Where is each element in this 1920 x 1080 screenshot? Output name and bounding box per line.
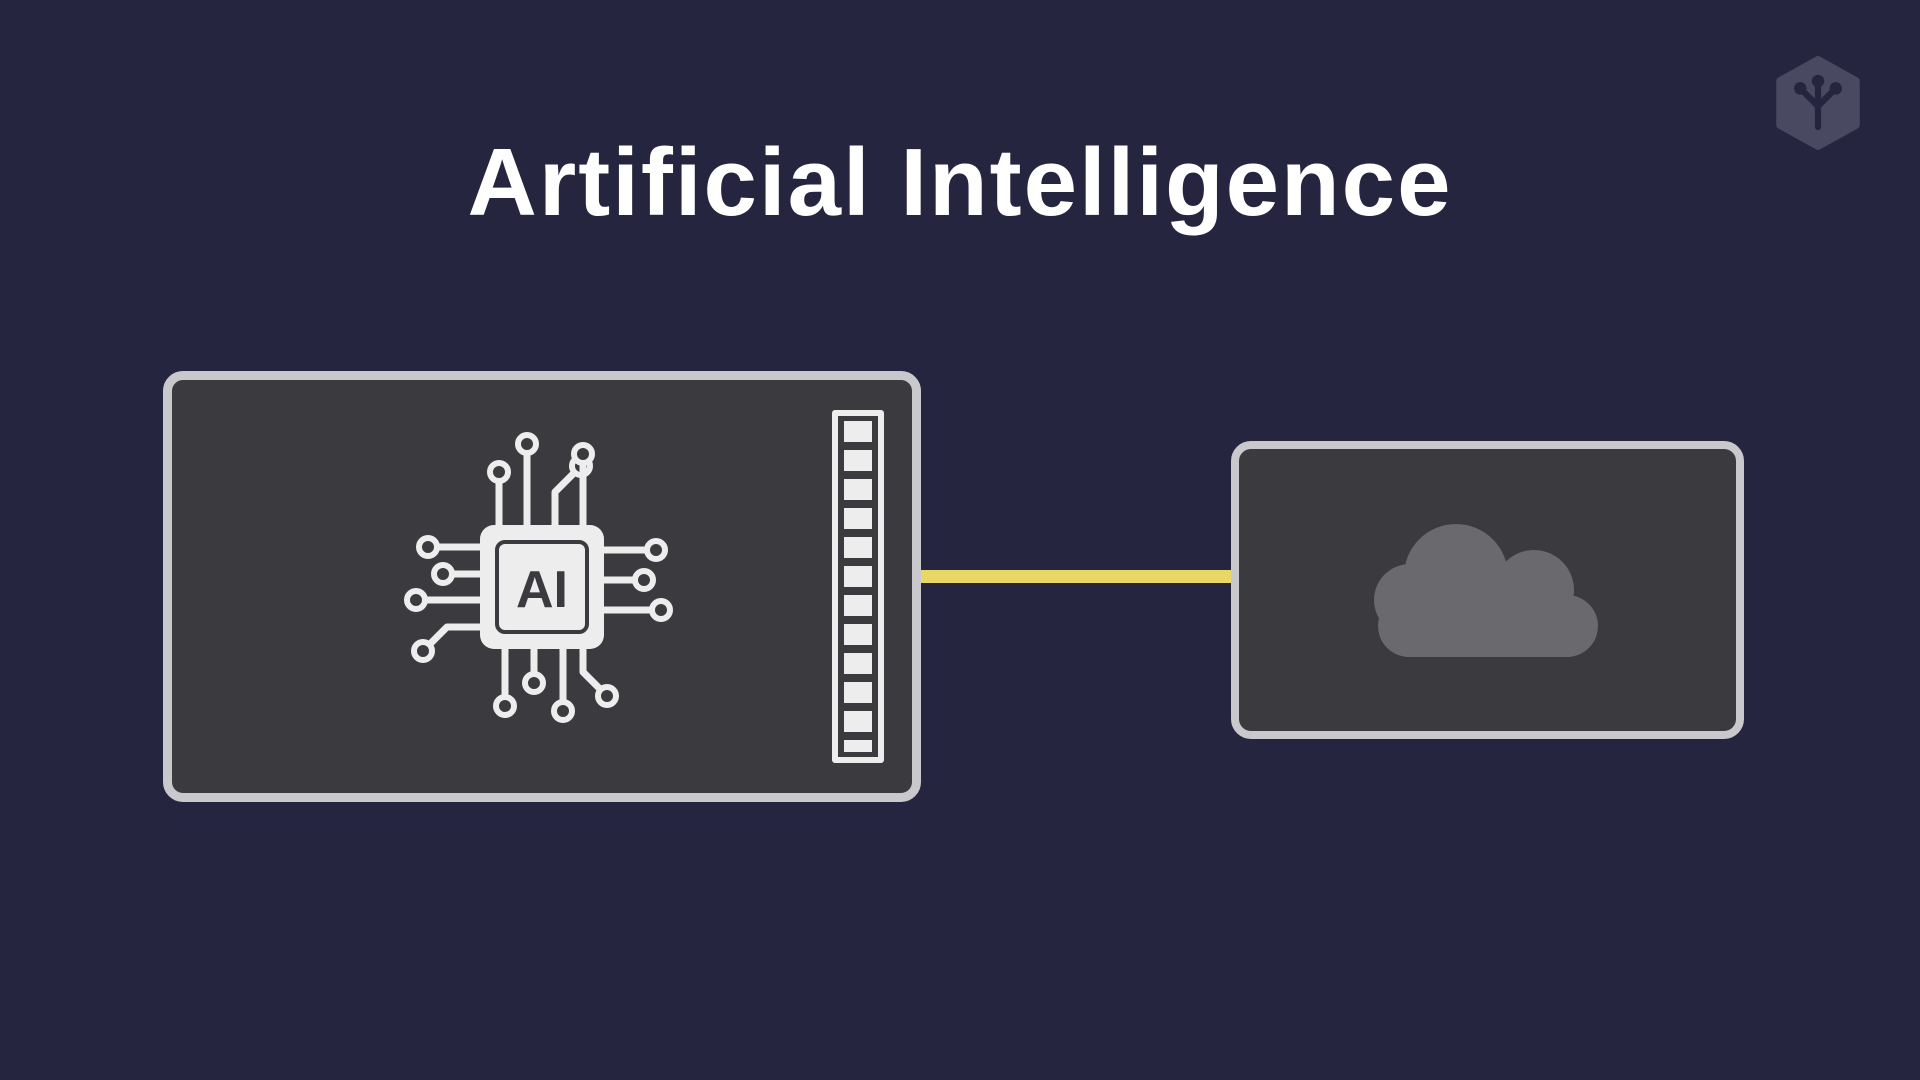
chip-label: AI xyxy=(516,561,568,619)
brand-logo-icon xyxy=(1776,56,1860,150)
data-link-line xyxy=(910,570,1242,583)
cloud-panel xyxy=(1231,441,1744,739)
connector-port-icon xyxy=(832,410,884,763)
cloud-icon xyxy=(1373,524,1598,657)
ai-board-panel: AI xyxy=(163,371,921,802)
ai-chip-icon: AI xyxy=(404,432,673,723)
connector-pins xyxy=(844,421,872,752)
page-title: Artificial Intelligence xyxy=(467,129,1453,237)
